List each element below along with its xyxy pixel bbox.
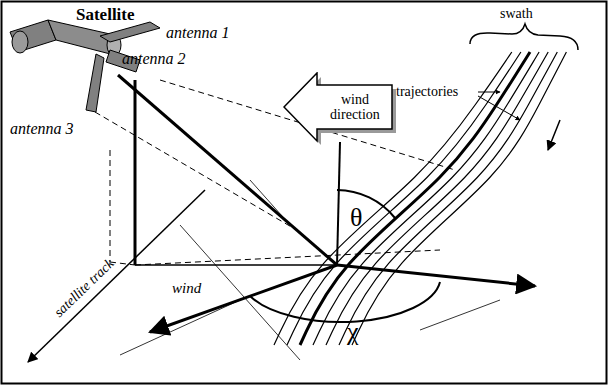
angle-label: χ bbox=[347, 318, 359, 347]
trajectory-line bbox=[313, 52, 539, 345]
arrow-label: wind direction bbox=[324, 92, 386, 123]
satellite-label: Satellite bbox=[76, 6, 135, 25]
wind-label: wind bbox=[172, 280, 201, 297]
track-label: satellite track bbox=[51, 256, 117, 320]
angle-label: θ bbox=[350, 204, 362, 233]
wind-direction-arrow: wind direction bbox=[283, 72, 398, 147]
trajectories-label: trajectories bbox=[396, 84, 458, 99]
arrow-text: wind direction bbox=[324, 92, 386, 123]
swath-label: swath bbox=[500, 6, 533, 21]
geometry-lines bbox=[28, 75, 535, 362]
trajectory-lines bbox=[274, 52, 566, 345]
swath-brace bbox=[470, 24, 578, 50]
antenna-label: antenna 3 bbox=[10, 120, 74, 138]
leader-arrows bbox=[478, 92, 560, 150]
antenna-label: antenna 2 bbox=[122, 50, 186, 68]
antenna-label: antenna 1 bbox=[166, 24, 230, 42]
ground-lines bbox=[120, 180, 500, 360]
